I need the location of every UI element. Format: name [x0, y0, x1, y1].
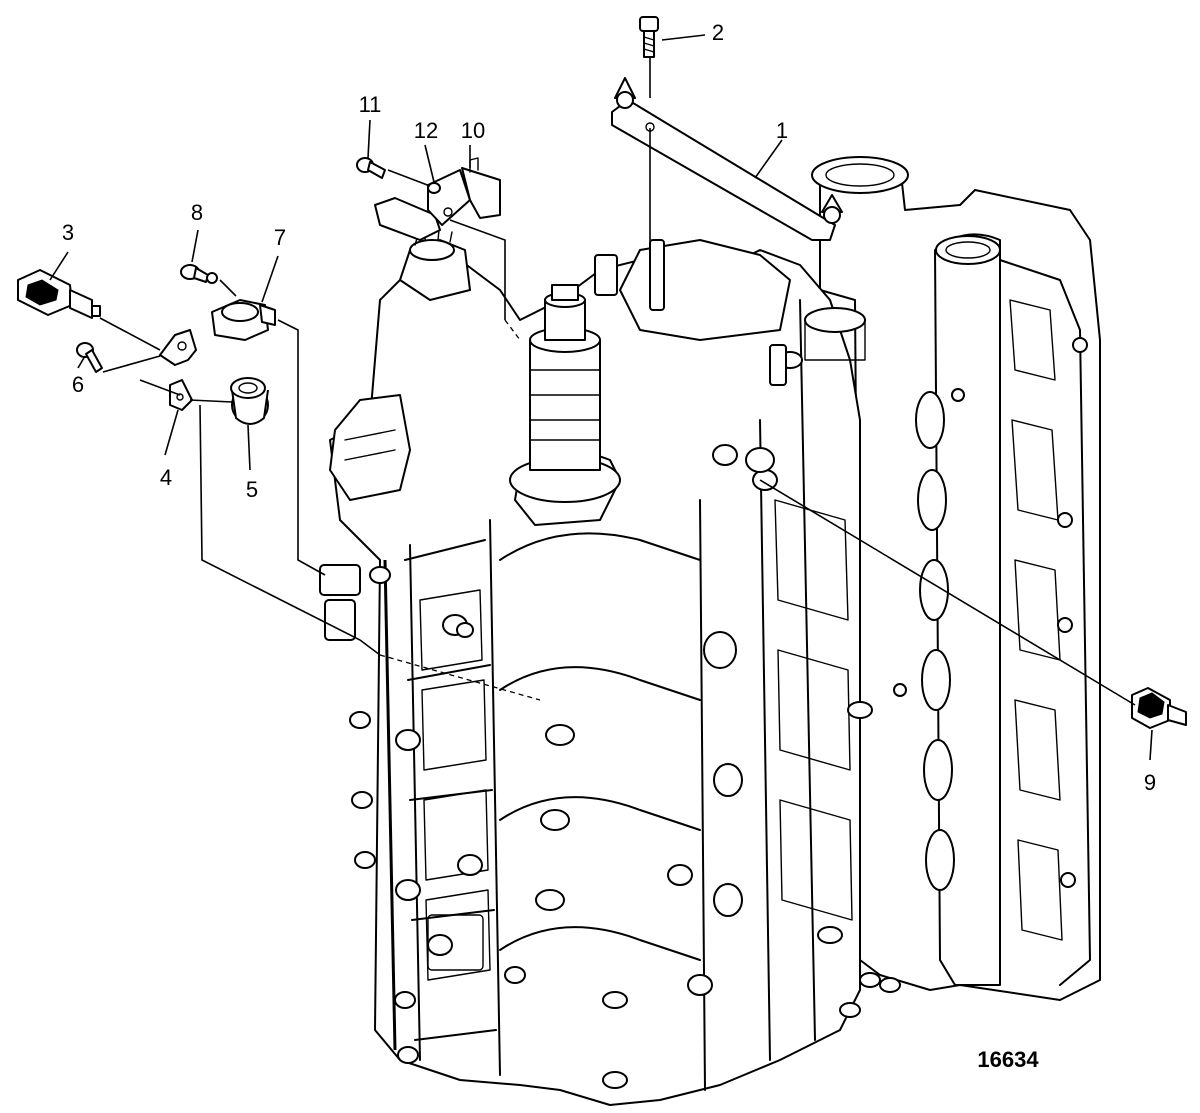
cylinder-head-right	[811, 156, 1101, 1001]
part-12-washer	[427, 182, 441, 194]
figure-number: 16634	[977, 1047, 1039, 1072]
part-2-bolt	[639, 16, 659, 58]
part-6-screw	[76, 342, 103, 373]
callout-3: 3	[62, 220, 74, 245]
part-9-sender	[1131, 687, 1187, 729]
assembly-lines	[99, 58, 1136, 706]
part-3-sensor	[17, 269, 101, 319]
callout-12: 12	[414, 118, 438, 143]
callout-8: 8	[191, 200, 203, 225]
part-4-bracket	[159, 329, 197, 411]
part-7-clamp	[211, 299, 276, 341]
callout-leaders	[49, 34, 1153, 761]
part-5-grommet	[230, 377, 269, 425]
part-8-bolt	[180, 264, 218, 284]
callout-labels: 1 2 3 4 5 6 7 8 9 10 11 12 16634	[62, 20, 1156, 1072]
callout-5: 5	[246, 477, 258, 502]
callout-11: 11	[359, 92, 382, 117]
callout-1: 1	[776, 118, 788, 143]
cylinder-block	[319, 229, 901, 1106]
part-10-bracket	[374, 157, 501, 241]
callout-6: 6	[72, 372, 84, 397]
part-11-screw	[356, 157, 386, 179]
callout-2: 2	[712, 20, 724, 45]
block-bosses	[319, 344, 901, 1089]
part-1-bracket	[611, 77, 843, 241]
callout-7: 7	[274, 225, 286, 250]
callout-10: 10	[461, 118, 485, 143]
callout-9: 9	[1144, 770, 1156, 795]
callout-4: 4	[160, 465, 172, 490]
